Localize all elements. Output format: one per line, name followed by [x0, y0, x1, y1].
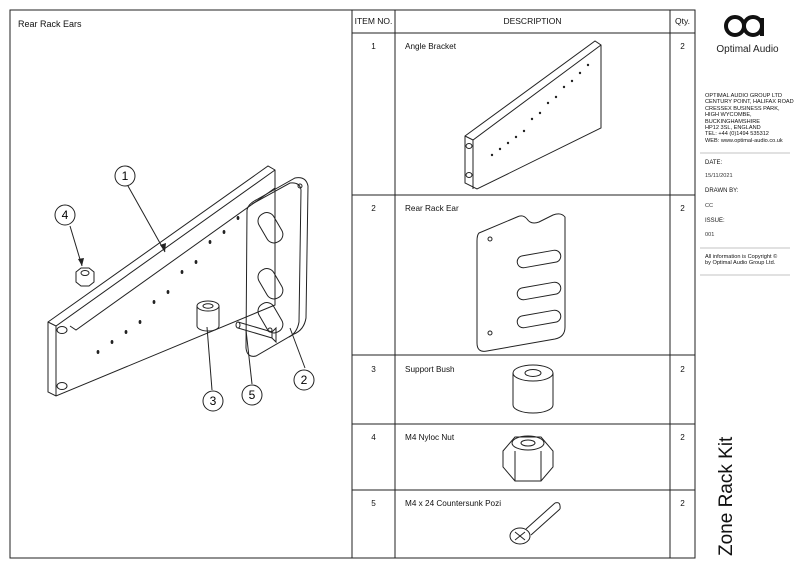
row-3-description: Support Bush: [405, 365, 455, 374]
row-3-item: 3: [371, 365, 376, 374]
nyloc-nut-drawing: [75, 267, 95, 287]
support-bush-thumbnail: [512, 364, 554, 414]
row-5-qty: 2: [680, 499, 685, 508]
assembly-drawing: 1 2 3 4 5: [47, 165, 315, 412]
row-3-qty: 2: [680, 365, 685, 374]
issue-label: ISSUE:: [705, 218, 725, 224]
row-4-description: M4 Nyloc Nut: [405, 433, 455, 442]
drawn-by-label: DRAWN BY:: [705, 188, 739, 194]
copyright-notice: All information is Copyright © by Optima…: [705, 254, 778, 267]
drawn-by-value: CC: [705, 203, 714, 209]
kit-name: Zone Rack Kit: [716, 436, 737, 556]
callout-4: 4: [62, 208, 69, 222]
row-5-description: M4 x 24 Countersunk Pozi: [405, 499, 502, 508]
issue-value: 001: [705, 232, 715, 238]
optimal-audio-logo-icon: [724, 15, 764, 37]
callout-1: 1: [122, 169, 129, 183]
callout-circle-4: [54, 204, 76, 226]
company-address: OPTIMAL AUDIO GROUP LTD CENTURY POINT, H…: [705, 93, 794, 144]
callout-5: 5: [249, 388, 256, 402]
sheet-title: Rear Rack Ears: [18, 19, 82, 29]
header-description: DESCRIPTION: [503, 16, 562, 26]
row-1-item: 1: [371, 42, 376, 51]
angle-bracket-drawing: [47, 165, 276, 397]
row-2-description: Rear Rack Ear: [405, 204, 459, 213]
date-value: 15/11/2021: [705, 173, 733, 179]
callout-3: 3: [210, 394, 217, 408]
support-bush-drawing: [196, 300, 220, 332]
screw-drawing: [235, 321, 277, 344]
callout-2: 2: [301, 373, 308, 387]
rack-ear-drawing: [245, 177, 309, 357]
nyloc-nut-thumbnail: [502, 435, 554, 482]
row-1-qty: 2: [680, 42, 685, 51]
header-qty: Qty.: [675, 16, 690, 26]
row-1-description: Angle Bracket: [405, 42, 456, 51]
row-2-item: 2: [371, 204, 376, 213]
row-2-qty: 2: [680, 204, 685, 213]
callout-circle-3: [202, 390, 224, 412]
screw-thumbnail: [509, 502, 561, 545]
callout-circle-5: [241, 384, 263, 406]
parts-illustrations: [464, 40, 602, 545]
date-label: DATE:: [705, 160, 723, 166]
callout-circle-1: [114, 165, 136, 187]
brand-name: Optimal Audio: [716, 44, 779, 55]
row-4-qty: 2: [680, 433, 685, 442]
angle-bracket-thumbnail: [464, 40, 602, 190]
callout-circle-2: [293, 369, 315, 391]
row-5-item: 5: [371, 499, 376, 508]
header-item-no: ITEM NO.: [354, 16, 393, 26]
rack-ear-thumbnail: [476, 213, 566, 352]
row-4-item: 4: [371, 433, 376, 442]
